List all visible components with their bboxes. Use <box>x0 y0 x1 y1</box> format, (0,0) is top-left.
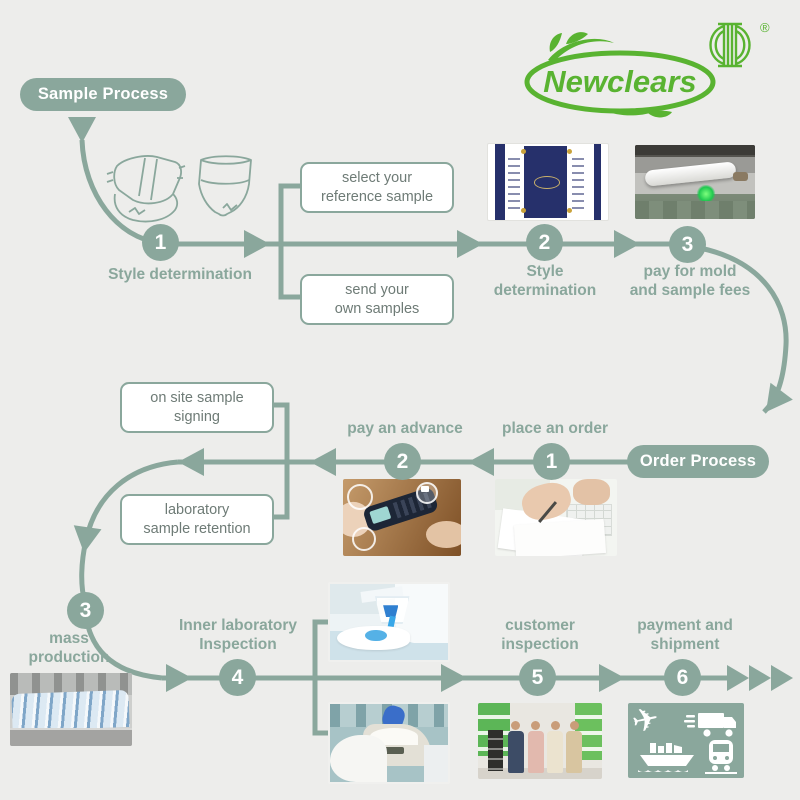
order-step-1-circle: 1 <box>533 443 570 480</box>
option-box-own-samples: send your own samples <box>300 274 454 325</box>
mass-production-photo <box>10 673 132 746</box>
sample-step-1-label: Style determination <box>108 266 252 283</box>
train-icon <box>705 740 737 774</box>
sample-step-2-circle: 2 <box>526 224 563 261</box>
brand-monogram <box>709 22 751 68</box>
brand-name: Newclears <box>543 64 696 99</box>
airplane-icon: ✈ <box>628 703 663 741</box>
person-figure <box>547 720 564 773</box>
order-signing-photo <box>495 479 617 556</box>
ship-icon <box>638 743 694 772</box>
order-step-3-label: mass production <box>28 630 110 667</box>
registered-mark: ® <box>760 20 770 35</box>
order-step-4-circle: 4 <box>219 659 256 696</box>
order-step-6-label: payment and shipment <box>637 617 733 654</box>
order-step-3-circle: 3 <box>67 592 104 629</box>
option-box-lab-retention: laboratory sample retention <box>120 494 274 545</box>
person-figure <box>566 720 583 773</box>
order-step-5-label: customer inspection <box>501 617 579 654</box>
package-design-photo <box>487 143 609 221</box>
option-box-reference-sample: select your reference sample <box>300 162 454 213</box>
sample-step-2-label: Style determination <box>493 263 597 300</box>
leaf-flourish-bottom <box>604 108 672 118</box>
person-figure <box>527 720 544 773</box>
order-step-1-label: place an order <box>502 420 608 437</box>
brand-logo: Newclears ® <box>520 18 792 122</box>
order-step-4-label: Inner laboratory Inspection <box>179 617 297 654</box>
pull-up-pants-icon <box>198 155 252 217</box>
order-step-2-circle: 2 <box>384 443 421 480</box>
leaf-flourish-top <box>548 32 614 62</box>
adult-diaper-icon <box>106 155 186 223</box>
sample-step-1-circle: 1 <box>142 224 179 261</box>
order-step-2-label: pay an advance <box>347 420 463 437</box>
shipment-icons-panel: ✈ <box>628 703 744 778</box>
logo-ellipse <box>524 50 716 114</box>
diaper-style-drawings <box>105 150 255 237</box>
lab-machine-photo <box>328 702 450 784</box>
option-box-onsite-signing: on site sample signing <box>120 382 274 433</box>
payment-terminal-photo <box>343 479 461 556</box>
person-figure <box>507 720 524 773</box>
sample-step-3-label: pay for mold and sample fees <box>629 263 751 300</box>
absorbency-test-photo <box>328 582 450 662</box>
sample-step-3-circle: 3 <box>669 226 706 263</box>
sample-process-badge: Sample Process <box>20 78 186 111</box>
truck-icon <box>684 713 736 737</box>
order-process-badge: Order Process <box>627 445 769 478</box>
customer-visit-photo <box>478 703 602 779</box>
order-step-5-circle: 5 <box>519 659 556 696</box>
mold-machine-photo <box>635 145 755 219</box>
order-step-6-circle: 6 <box>664 659 701 696</box>
